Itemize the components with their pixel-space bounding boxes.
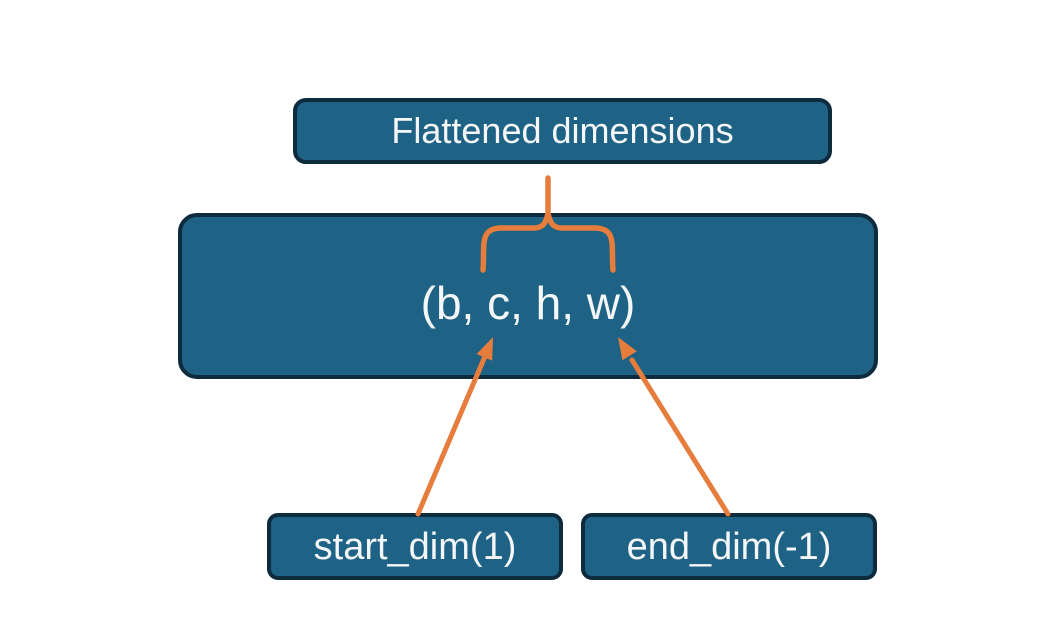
node-end-dim: end_dim(-1): [581, 513, 877, 580]
node-flattened-dimensions: Flattened dimensions: [293, 98, 832, 164]
arrow-end-dim-shaft: [629, 357, 731, 517]
start-dim-label: start_dim(1): [313, 525, 517, 568]
node-tensor-shape: (b, c, h, w): [178, 213, 878, 379]
tensor-shape-label: (b, c, h, w): [420, 277, 636, 329]
node-start-dim: start_dim(1): [267, 513, 563, 580]
end-dim-label: end_dim(-1): [626, 525, 832, 568]
flattened-dimensions-label: Flattened dimensions: [391, 110, 734, 151]
